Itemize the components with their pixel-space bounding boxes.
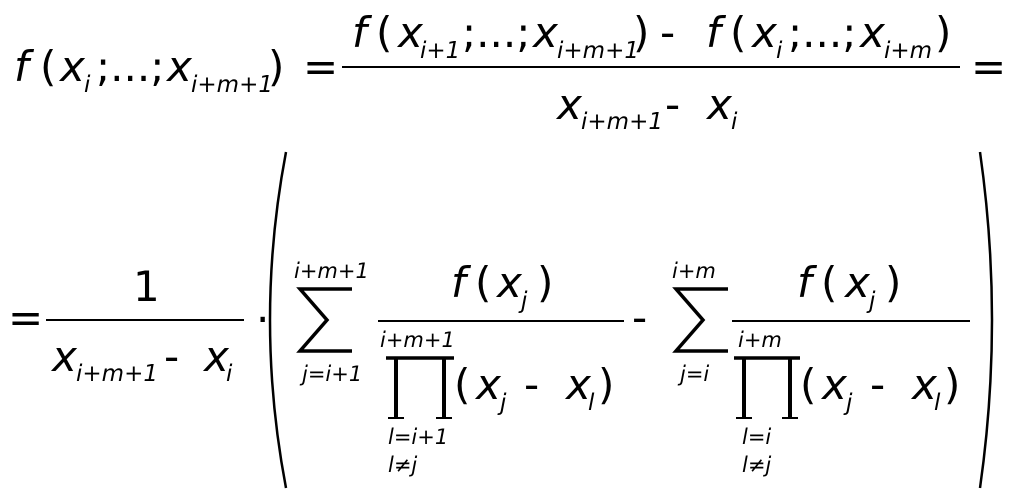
prod1-x2: x <box>566 360 591 409</box>
num-x4-sub: i+m <box>884 38 933 64</box>
den2-x1: x <box>52 332 77 381</box>
num-x2: x <box>533 8 558 57</box>
sums-minus: - <box>632 293 648 342</box>
lhs-separator: ;...; <box>96 42 165 91</box>
fraction-bar-3 <box>378 320 624 322</box>
prod1-x1: x <box>476 360 501 409</box>
term2-f: f <box>797 258 812 307</box>
num-f1-open-paren: ( <box>376 8 393 57</box>
trailing-equals-sign: = <box>971 42 1007 91</box>
den-x2: x <box>707 80 732 129</box>
num-f2-close-paren: ) <box>935 8 952 57</box>
num-minus: - <box>660 8 676 57</box>
prod2-minus: - <box>870 360 886 409</box>
prod1-x1-sub: j <box>500 390 507 416</box>
equals-sign-2: = <box>8 293 44 342</box>
fraction-bar-4 <box>732 320 970 322</box>
term1-open-paren: ( <box>475 258 492 307</box>
lhs-x1: x <box>60 42 85 91</box>
den-x1-sub: i+m+1 <box>581 109 663 135</box>
num-separator-2: ;...; <box>788 8 857 57</box>
den-x2-sub: i <box>731 109 738 135</box>
prod2-x2-sub: l <box>934 390 941 416</box>
den-x1: x <box>557 80 582 129</box>
prod1-open-paren: ( <box>454 360 471 409</box>
big-left-paren-icon <box>268 151 288 489</box>
term2-x: x <box>845 258 870 307</box>
big-right-paren-icon <box>978 151 994 489</box>
term2-x-sub: j <box>869 288 876 314</box>
product-pi-2-icon <box>734 356 800 419</box>
num-x1-sub: i+1 <box>420 38 461 64</box>
prod2-lower-limit-1: l=i <box>742 425 772 449</box>
sum1-upper-limit: i+m+1 <box>294 259 369 283</box>
term1-x: x <box>497 258 522 307</box>
sum1-lower-limit: j=i+1 <box>302 362 363 386</box>
lhs-x2-sub: i+m+1 <box>191 72 273 98</box>
lhs-open-paren: ( <box>40 42 57 91</box>
sum-sigma-1-icon <box>296 287 352 353</box>
den2-x1-sub: i+m+1 <box>76 361 158 387</box>
prod1-upper-limit: i+m+1 <box>380 328 455 352</box>
num-f2: f <box>706 8 721 57</box>
num-x3: x <box>752 8 777 57</box>
prod2-lower-limit-2: l≠j <box>742 453 772 477</box>
multiplication-dot: · <box>256 295 270 344</box>
prod2-open-paren: ( <box>800 360 817 409</box>
term1-f: f <box>451 258 466 307</box>
lhs-x1-sub: i <box>84 72 91 98</box>
prod2-x1-sub: j <box>846 390 853 416</box>
prod1-lower-limit-2: l≠j <box>388 453 418 477</box>
fraction-bar-1 <box>342 66 960 68</box>
num-separator-1: ;...; <box>462 8 531 57</box>
prod2-x2: x <box>912 360 937 409</box>
product-pi-1-icon <box>386 356 454 419</box>
num-f1: f <box>352 8 367 57</box>
den-minus: - <box>665 80 681 129</box>
prod2-upper-limit: i+m <box>738 328 782 352</box>
num-x1: x <box>398 8 423 57</box>
lhs-f: f <box>14 42 29 91</box>
prod1-minus: - <box>524 360 540 409</box>
lhs-close-paren: ) <box>268 42 285 91</box>
num-f2-open-paren: ( <box>730 8 747 57</box>
equals-sign-1: = <box>303 42 339 91</box>
prod2-close-paren: ) <box>944 360 961 409</box>
term2-open-paren: ( <box>821 258 838 307</box>
prod2-x1: x <box>822 360 847 409</box>
fraction-bar-2 <box>46 319 244 321</box>
prod1-close-paren: ) <box>598 360 615 409</box>
num-x2-sub: i+m+1 <box>557 38 639 64</box>
prod1-x2-sub: l <box>588 390 595 416</box>
sum-sigma-2-icon <box>672 287 728 353</box>
den2-x2-sub: i <box>226 361 233 387</box>
term1-close-paren: ) <box>537 258 554 307</box>
sum2-upper-limit: i+m <box>672 259 716 283</box>
term2-close-paren: ) <box>885 258 902 307</box>
den2-x2: x <box>204 332 229 381</box>
num-x4: x <box>860 8 885 57</box>
num-f1-close-paren: ) <box>633 8 650 57</box>
den2-minus: - <box>164 332 180 381</box>
num-x3-sub: i <box>776 38 783 64</box>
prod1-lower-limit-1: l=i+1 <box>388 425 449 449</box>
one-numerator: 1 <box>133 262 160 311</box>
sum2-lower-limit: j=i <box>680 362 710 386</box>
lhs-x2: x <box>167 42 192 91</box>
term1-x-sub: j <box>521 288 528 314</box>
